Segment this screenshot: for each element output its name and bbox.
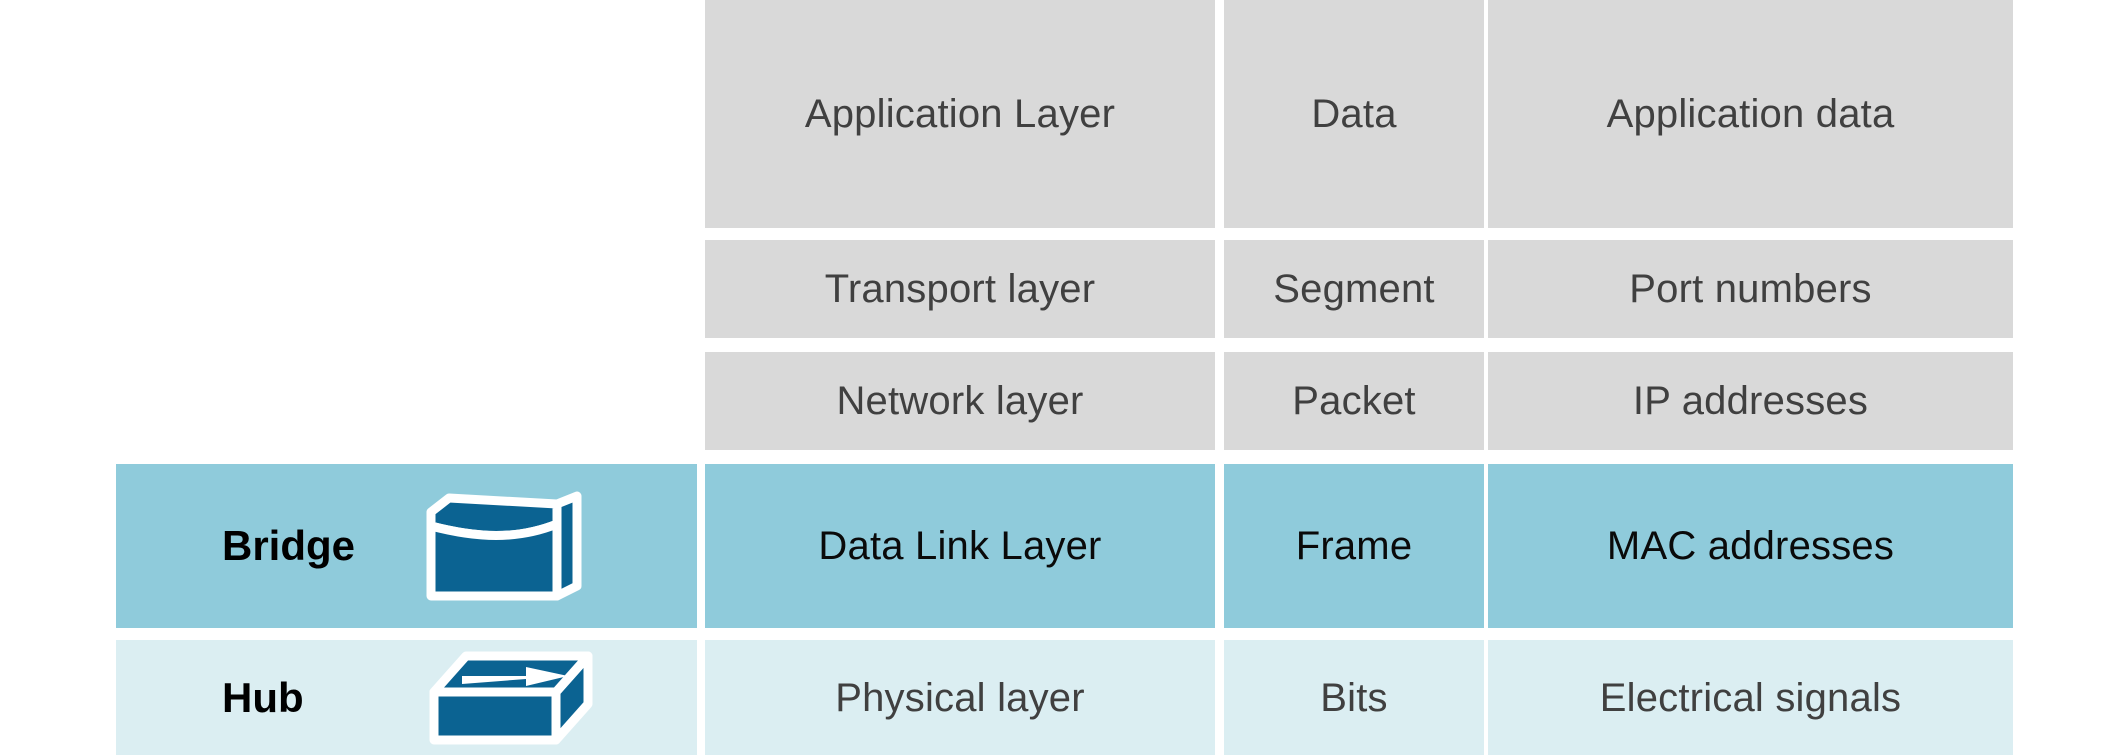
pdu-cell-application: Data [1224, 0, 1484, 228]
layer-name-application: Application Layer [804, 92, 1116, 136]
layer-cell-datalink: Data Link Layer [705, 464, 1215, 628]
addressing-name-network: IP addresses [1632, 379, 1869, 423]
layer-cell-physical: Physical layer [705, 640, 1215, 755]
pdu-name-datalink: Frame [1295, 524, 1413, 568]
addressing-name-physical: Electrical signals [1599, 675, 1902, 720]
device-panel-hub: Hub [116, 640, 697, 755]
addressing-cell-network: IP addresses [1488, 352, 2013, 450]
bridge-icon [417, 490, 589, 602]
hub-icon [422, 648, 602, 748]
pdu-cell-transport: Segment [1224, 240, 1484, 338]
pdu-name-transport: Segment [1273, 267, 1435, 311]
device-label-bridge: Bridge [222, 522, 356, 569]
layer-name-network: Network layer [836, 379, 1084, 423]
pdu-cell-datalink: Frame [1224, 464, 1484, 628]
layer-cell-network: Network layer [705, 352, 1215, 450]
addressing-name-application: Application data [1606, 92, 1895, 136]
device-label-hub: Hub [222, 673, 304, 721]
pdu-name-application: Data [1311, 92, 1397, 136]
addressing-cell-transport: Port numbers [1488, 240, 2013, 338]
layer-cell-application: Application Layer [705, 0, 1215, 228]
layer-name-transport: Transport layer [824, 267, 1096, 311]
layer-cell-transport: Transport layer [705, 240, 1215, 338]
layer-name-datalink: Data Link Layer [818, 524, 1102, 568]
layer-name-physical: Physical layer [835, 675, 1085, 720]
pdu-name-network: Packet [1292, 379, 1416, 423]
addressing-name-datalink: MAC addresses [1606, 524, 1895, 568]
pdu-name-physical: Bits [1320, 675, 1388, 720]
pdu-cell-network: Packet [1224, 352, 1484, 450]
pdu-cell-physical: Bits [1224, 640, 1484, 755]
addressing-cell-datalink: MAC addresses [1488, 464, 2013, 628]
addressing-cell-application: Application data [1488, 0, 2013, 228]
addressing-cell-physical: Electrical signals [1488, 640, 2013, 755]
device-panel-bridge: Bridge [116, 464, 697, 628]
addressing-name-transport: Port numbers [1629, 267, 1872, 311]
